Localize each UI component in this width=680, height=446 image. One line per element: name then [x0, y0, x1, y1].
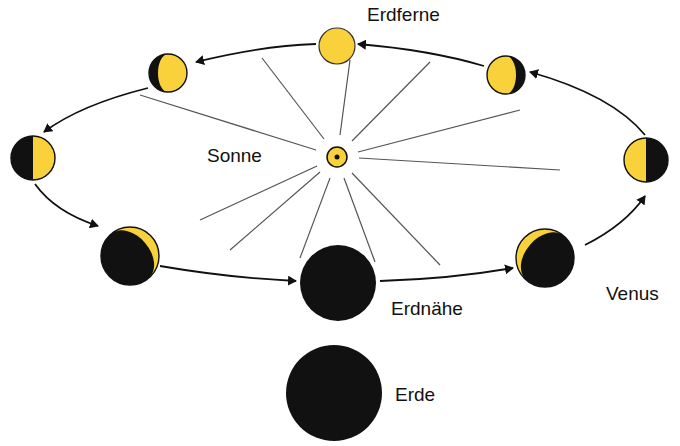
sun-disk — [327, 147, 347, 167]
sun-symbol — [327, 147, 347, 167]
venus-lit — [624, 138, 646, 182]
sun-dot — [335, 155, 340, 160]
sun-ray — [358, 110, 520, 152]
sun-ray — [300, 178, 330, 258]
venus-new — [300, 245, 376, 321]
orbit-arrow — [358, 44, 484, 66]
venus-dark — [101, 227, 159, 285]
venus-full — [319, 28, 355, 64]
orbit-arrow — [196, 44, 316, 62]
venus-outline — [101, 227, 159, 285]
venus-shadow — [149, 54, 168, 92]
sun-label: Sonne — [204, 145, 265, 168]
orbit-arrow — [160, 266, 296, 281]
sun-ray — [140, 95, 316, 150]
venus-half — [624, 138, 668, 182]
earth-label: Erde — [392, 384, 438, 407]
sun-ray — [340, 60, 350, 135]
venus-crescent — [504, 217, 574, 287]
sun-ray — [359, 158, 560, 170]
apogee-label: Erdferne — [364, 4, 443, 27]
venus-outline — [11, 136, 55, 180]
perigee-label: Erdnähe — [388, 298, 466, 321]
orbit-arrow — [35, 184, 98, 226]
sun-ray — [352, 62, 430, 141]
venus-lit — [504, 217, 563, 280]
orbit-arrow — [380, 268, 513, 281]
sun-ray — [200, 166, 317, 220]
venus-lit — [487, 56, 525, 94]
venus-outline — [516, 229, 574, 287]
venus-dark — [11, 136, 55, 180]
earth-disk — [286, 345, 382, 441]
venus-half — [11, 136, 55, 180]
sun-ray — [230, 172, 320, 250]
venus-crescent — [101, 215, 171, 285]
venus-dark — [516, 229, 574, 287]
venus-lit — [33, 136, 55, 180]
venus-outline — [624, 138, 668, 182]
venus-outline — [149, 54, 187, 92]
venus-dark — [624, 138, 668, 182]
sun-ray — [262, 58, 324, 139]
sun-ray — [352, 173, 440, 265]
planet-label: Venus — [603, 283, 662, 306]
venus-lit — [111, 215, 170, 278]
venus-lit — [149, 54, 187, 92]
orbit-arrow — [585, 196, 645, 245]
venus-gibbous — [487, 56, 525, 94]
venus-outline — [487, 56, 525, 94]
venus-gibbous — [149, 54, 187, 92]
venus-shadow — [506, 56, 525, 94]
orbit-arrow — [530, 72, 645, 135]
orbit-arrow — [44, 88, 148, 132]
